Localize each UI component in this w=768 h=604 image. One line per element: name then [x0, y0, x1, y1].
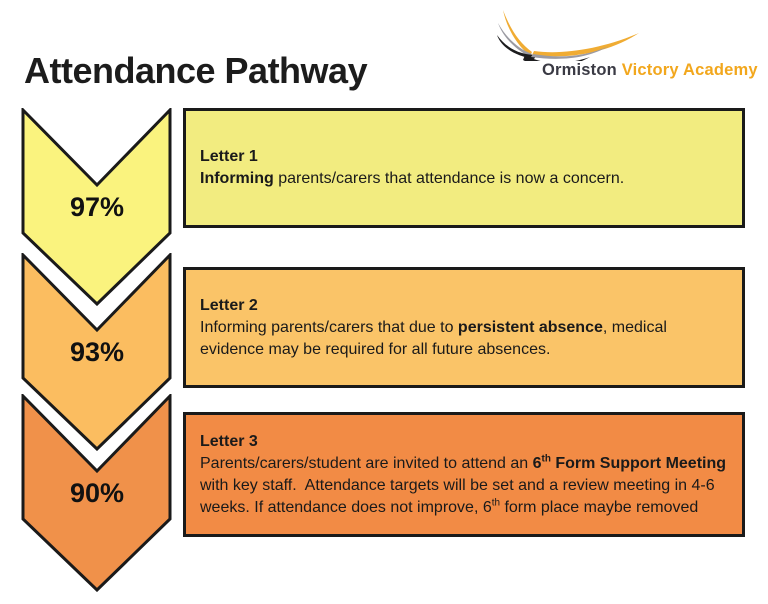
percent-label-93: 93% — [69, 337, 125, 367]
page-title: Attendance Pathway — [24, 50, 368, 91]
down-chevron-icon — [21, 394, 172, 592]
logo-wordmark: Ormiston Victory Academy — [542, 61, 758, 80]
logo-text-victory-academy: Victory Academy — [616, 61, 758, 79]
letter-2-body: Informing parents/carers that due to per… — [200, 318, 672, 358]
down-chevron-icon — [21, 108, 172, 306]
letter-2-box: Letter 2 Informing parents/carers that d… — [183, 267, 745, 388]
ormiston-victory-academy-logo-icon — [497, 10, 639, 61]
letter-3-body: Parents/carers/student are invited to at… — [200, 453, 731, 516]
letter-1-body: Informing parents/carers that attendance… — [200, 170, 625, 187]
chevron-step-2: 93% — [21, 253, 173, 451]
percent-label-97: 97% — [69, 192, 125, 222]
letter-1-box: Letter 1 Informing parents/carers that a… — [183, 108, 745, 228]
percent-label-90: 90% — [69, 478, 125, 508]
chevron-step-1: 97% — [21, 108, 173, 306]
chevron-step-3: 90% — [21, 394, 173, 592]
letter-3-box: Letter 3 Parents/carers/student are invi… — [183, 412, 745, 537]
letter-2-title: Letter 2 — [200, 296, 258, 314]
down-chevron-icon — [21, 253, 172, 451]
letter-3-title: Letter 3 — [200, 432, 258, 450]
letter-1-title: Letter 1 — [200, 148, 258, 165]
logo-text-ormiston: Ormiston — [542, 61, 617, 79]
